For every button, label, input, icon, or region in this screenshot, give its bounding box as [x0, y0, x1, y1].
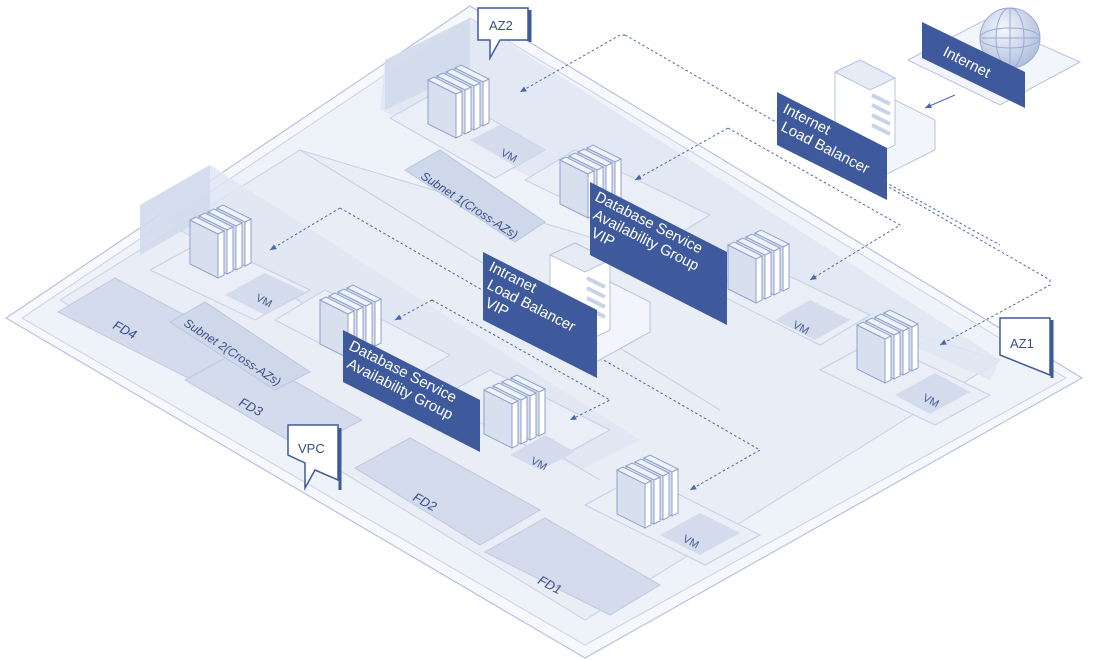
az2-bubble: AZ2: [477, 7, 532, 61]
internet-node: Internet: [906, 7, 1082, 109]
intranet-lb-banner: [483, 252, 597, 378]
internet-lb-banner: [777, 92, 887, 200]
fd1-strip: [483, 517, 661, 616]
server-stack-icon: [188, 204, 253, 279]
vm-servers: [188, 64, 920, 529]
server-stack-icon: [855, 309, 920, 384]
server-stack-icon: [726, 229, 791, 304]
vpc-label: VPC: [298, 441, 325, 456]
az2-label: AZ2: [489, 18, 513, 33]
internet-load-balancer: Internet Load Balancer: [777, 59, 936, 200]
az1-label: AZ1: [1010, 336, 1034, 351]
az1-bubble: AZ1: [999, 317, 1054, 378]
server-stack-icon: [426, 64, 491, 139]
fd2-strip: [354, 437, 542, 546]
server-stack-icon: [615, 454, 680, 529]
internet-banner: [922, 22, 1025, 108]
subnet1-band: [404, 149, 546, 243]
internet-globe-icon: [979, 7, 1041, 69]
subnet2-band: [169, 301, 311, 391]
server-stack-icon: [482, 374, 547, 449]
vpc-bubble: VPC: [287, 424, 342, 491]
intranet-load-balancer: Intranet Load Balancer VIP: [482, 242, 651, 378]
